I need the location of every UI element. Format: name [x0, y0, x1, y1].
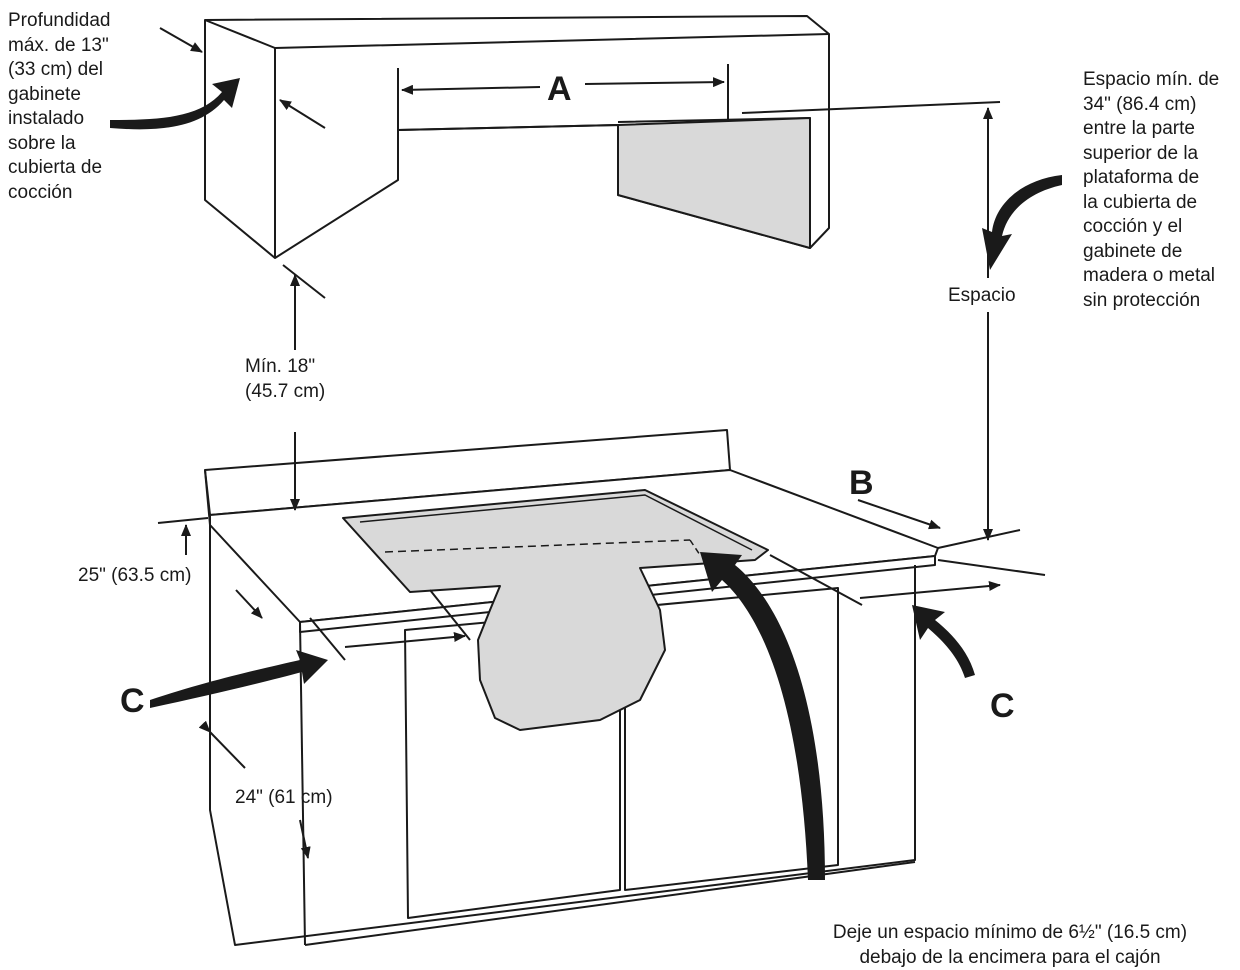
dimension-c-right-label: C	[990, 689, 1015, 723]
clearance-note-line: sin protección	[1083, 289, 1219, 314]
dimension-c-left-label: C	[120, 684, 145, 718]
dimension-a-label: A	[547, 72, 572, 106]
bottom-note: Deje un espacio mínimo de 6½" (16.5 cm) …	[790, 921, 1230, 970]
clearance-note-line: la cubierta de	[1083, 191, 1219, 216]
clearance-note-line: 34" (86.4 cm)	[1083, 93, 1219, 118]
dim-25-label: 25" (63.5 cm)	[78, 564, 191, 589]
clearance-note-line: plataforma de	[1083, 166, 1219, 191]
min-18-line: Mín. 18"	[245, 355, 325, 380]
depth-note-line: máx. de 13"	[8, 34, 110, 59]
espacio-label: Espacio	[948, 284, 1016, 309]
min-18-line: (45.7 cm)	[245, 380, 325, 405]
upper-cabinet	[205, 16, 829, 258]
depth-note-line: Profundidad	[8, 9, 110, 34]
depth-note-line: cubierta de	[8, 156, 110, 181]
clearance-note-line: madera o metal	[1083, 264, 1219, 289]
depth-note-line: sobre la	[8, 132, 110, 157]
clearance-note-line: superior de la	[1083, 142, 1219, 167]
bottom-note-line: debajo de la encimera para el cajón	[790, 946, 1230, 970]
clearance-note-line: entre la parte	[1083, 117, 1219, 142]
clearance-note-line: Espacio mín. de	[1083, 68, 1219, 93]
depth-note: Profundidad máx. de 13" (33 cm) del gabi…	[8, 9, 110, 205]
clearance-note: Espacio mín. de 34" (86.4 cm) entre la p…	[1083, 68, 1219, 313]
clearance-note-line: gabinete de	[1083, 240, 1219, 265]
depth-note-line: instalado	[8, 107, 110, 132]
clearance-note-line: cocción y el	[1083, 215, 1219, 240]
dim-24-label: 24" (61 cm)	[235, 786, 333, 811]
depth-note-line: cocción	[8, 181, 110, 206]
dimension-b-label: B	[849, 466, 874, 500]
bottom-note-line: Deje un espacio mínimo de 6½" (16.5 cm)	[790, 921, 1230, 946]
min-18-label: Mín. 18" (45.7 cm)	[245, 355, 325, 404]
depth-note-line: gabinete	[8, 83, 110, 108]
depth-note-line: (33 cm) del	[8, 58, 110, 83]
